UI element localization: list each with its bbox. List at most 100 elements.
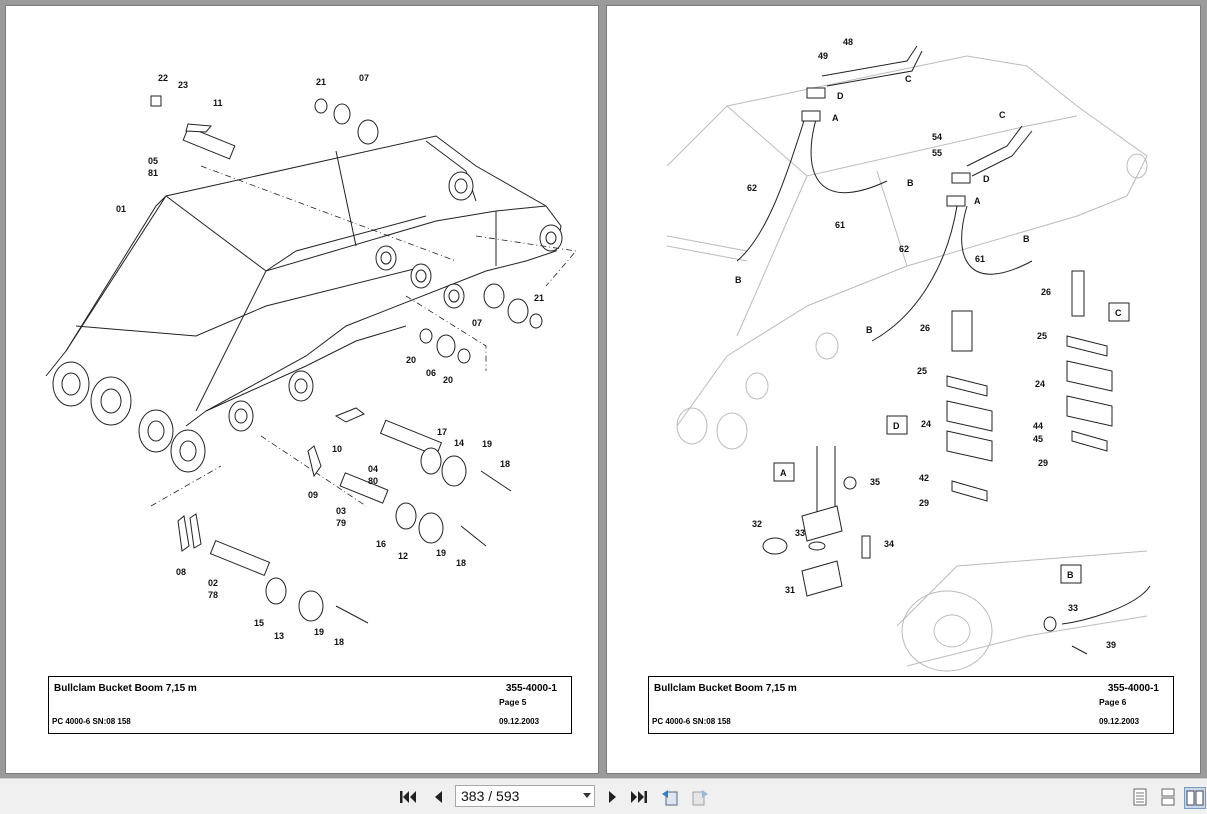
right-doc-number: 355-4000-1 xyxy=(1107,683,1159,694)
svg-text:B: B xyxy=(1067,570,1074,580)
svg-text:14: 14 xyxy=(454,438,464,448)
svg-text:10: 10 xyxy=(332,444,342,454)
svg-text:20: 20 xyxy=(406,355,416,365)
svg-text:21: 21 xyxy=(534,293,544,303)
svg-text:22: 22 xyxy=(158,73,168,83)
svg-text:39: 39 xyxy=(1106,640,1116,650)
svg-text:79: 79 xyxy=(336,518,346,528)
svg-text:18: 18 xyxy=(334,637,344,647)
svg-text:61: 61 xyxy=(835,220,845,230)
svg-text:32: 32 xyxy=(752,519,762,529)
svg-text:23: 23 xyxy=(178,80,188,90)
svg-text:62: 62 xyxy=(747,183,757,193)
next-view-icon[interactable] xyxy=(690,787,710,807)
svg-text:15: 15 xyxy=(254,618,264,628)
left-model: PC 4000-6 SN:08 158 xyxy=(52,717,131,726)
svg-text:49: 49 xyxy=(818,51,828,61)
svg-text:03: 03 xyxy=(336,506,346,516)
svg-text:26: 26 xyxy=(1041,287,1051,297)
svg-text:55: 55 xyxy=(932,148,942,158)
previous-view-icon[interactable] xyxy=(660,787,680,807)
svg-text:C: C xyxy=(999,110,1006,120)
right-page-label: Page 6 xyxy=(1099,697,1127,707)
svg-text:80: 80 xyxy=(368,476,378,486)
continuous-view-icon[interactable] xyxy=(1158,787,1178,807)
svg-text:02: 02 xyxy=(208,578,218,588)
svg-text:78: 78 xyxy=(208,590,218,600)
svg-text:24: 24 xyxy=(1035,379,1045,389)
left-doc-title: Bullclam Bucket Boom 7,15 m xyxy=(54,683,197,694)
svg-text:81: 81 xyxy=(148,168,158,178)
svg-text:A: A xyxy=(832,113,839,123)
svg-text:18: 18 xyxy=(500,459,510,469)
svg-text:12: 12 xyxy=(398,551,408,561)
left-page-label: Page 5 xyxy=(499,697,527,707)
chevron-down-icon[interactable] xyxy=(583,793,591,798)
svg-text:19: 19 xyxy=(314,627,324,637)
svg-text:06: 06 xyxy=(426,368,436,378)
svg-text:31: 31 xyxy=(785,585,795,595)
svg-text:C: C xyxy=(1115,308,1122,318)
right-title-block: Bullclam Bucket Boom 7,15 m 355-4000-1 P… xyxy=(648,676,1174,734)
svg-text:44: 44 xyxy=(1033,421,1043,431)
right-doc-title: Bullclam Bucket Boom 7,15 m xyxy=(654,683,797,694)
svg-text:42: 42 xyxy=(919,473,929,483)
first-page-icon[interactable] xyxy=(398,787,418,807)
svg-text:29: 29 xyxy=(1038,458,1048,468)
svg-text:18: 18 xyxy=(456,558,466,568)
navigation-toolbar: 383 / 593 xyxy=(0,778,1207,814)
left-title-block: Bullclam Bucket Boom 7,15 m 355-4000-1 P… xyxy=(48,676,572,734)
page-number-select[interactable]: 383 / 593 xyxy=(455,785,595,807)
right-date: 09.12.2003 xyxy=(1099,717,1140,726)
svg-text:A: A xyxy=(974,196,981,206)
svg-text:17: 17 xyxy=(437,427,447,437)
page-number-value: 383 / 593 xyxy=(461,788,520,804)
svg-text:35: 35 xyxy=(870,477,880,487)
svg-text:33: 33 xyxy=(795,528,805,538)
right-model: PC 4000-6 SN:08 158 xyxy=(652,717,731,726)
svg-text:13: 13 xyxy=(274,631,284,641)
svg-text:B: B xyxy=(1023,234,1030,244)
svg-text:A: A xyxy=(780,468,787,478)
svg-text:04: 04 xyxy=(368,464,378,474)
svg-text:62: 62 xyxy=(899,244,909,254)
svg-text:07: 07 xyxy=(472,318,482,328)
svg-text:D: D xyxy=(837,91,844,101)
left-date: 09.12.2003 xyxy=(499,717,540,726)
svg-text:01: 01 xyxy=(116,204,126,214)
next-page-icon[interactable] xyxy=(603,787,623,807)
svg-text:25: 25 xyxy=(1037,331,1047,341)
svg-text:D: D xyxy=(893,421,900,431)
svg-text:11: 11 xyxy=(213,98,223,108)
svg-text:08: 08 xyxy=(176,567,186,577)
svg-text:34: 34 xyxy=(884,539,894,549)
svg-text:C: C xyxy=(905,74,912,84)
last-page-icon[interactable] xyxy=(629,787,649,807)
single-page-view-icon[interactable] xyxy=(1130,787,1150,807)
left-doc-number: 355-4000-1 xyxy=(505,683,557,694)
svg-text:19: 19 xyxy=(436,548,446,558)
svg-text:29: 29 xyxy=(919,498,929,508)
svg-text:33: 33 xyxy=(1068,603,1078,613)
svg-text:B: B xyxy=(866,325,873,335)
svg-text:B: B xyxy=(735,275,742,285)
svg-text:D: D xyxy=(983,174,990,184)
svg-text:45: 45 xyxy=(1033,434,1043,444)
svg-text:07: 07 xyxy=(359,73,369,83)
svg-text:48: 48 xyxy=(843,37,853,47)
svg-text:26: 26 xyxy=(920,323,930,333)
prev-page-icon[interactable] xyxy=(428,787,448,807)
svg-text:16: 16 xyxy=(376,539,386,549)
svg-text:B: B xyxy=(907,178,914,188)
two-page-view-icon[interactable] xyxy=(1184,787,1206,809)
svg-text:61: 61 xyxy=(975,254,985,264)
svg-text:25: 25 xyxy=(917,366,927,376)
svg-text:20: 20 xyxy=(443,375,453,385)
svg-text:21: 21 xyxy=(316,77,326,87)
svg-text:09: 09 xyxy=(308,490,318,500)
svg-text:19: 19 xyxy=(482,439,492,449)
